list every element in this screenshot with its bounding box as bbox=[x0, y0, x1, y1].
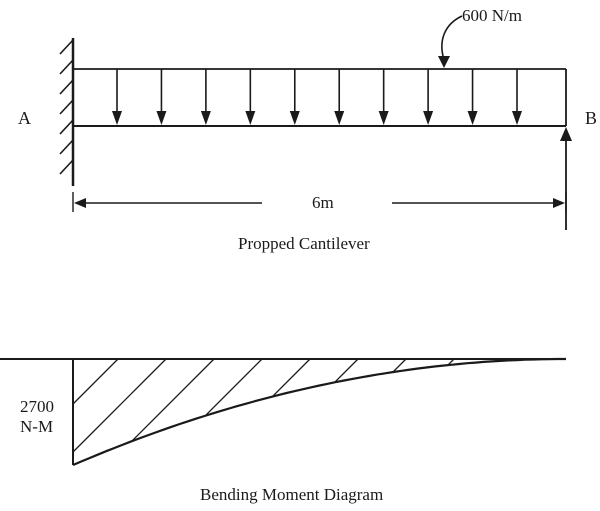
udl-arrow bbox=[156, 69, 167, 125]
support-b-label: B bbox=[585, 108, 598, 128]
udl-arrow bbox=[334, 69, 345, 125]
support-a-label: A bbox=[18, 108, 31, 128]
load-leader-arrow bbox=[441, 15, 463, 61]
bmd-baseline bbox=[0, 358, 566, 465]
bmd-curve bbox=[72, 357, 566, 467]
max-moment-value: 2700 bbox=[20, 397, 54, 416]
cantilever-title: Propped Cantilever bbox=[238, 234, 370, 253]
span-arrowhead-left bbox=[74, 198, 86, 208]
udl-arrow bbox=[112, 69, 122, 125]
udl-block bbox=[73, 68, 567, 126]
prop-reaction-arrow bbox=[560, 127, 572, 230]
hatch-line bbox=[204, 358, 263, 417]
load-intensity-label: 600 N/m bbox=[462, 6, 522, 25]
span-dimension bbox=[72, 192, 567, 212]
udl-arrow bbox=[467, 69, 478, 125]
span-length-label: 6m bbox=[310, 193, 336, 213]
fixed-support-a bbox=[59, 38, 75, 186]
udl-arrow bbox=[289, 69, 300, 125]
udl-arrow bbox=[512, 69, 522, 125]
hatch-line bbox=[392, 358, 407, 373]
bmd-title: Bending Moment Diagram bbox=[200, 485, 384, 504]
udl-arrows bbox=[112, 69, 522, 125]
hatch-line bbox=[72, 358, 119, 405]
span-arrowhead-right bbox=[553, 198, 565, 208]
max-moment-unit: N-M bbox=[20, 417, 54, 436]
hatch-line bbox=[131, 358, 215, 442]
load-leader-arrowhead bbox=[438, 56, 450, 68]
hatch-line bbox=[271, 358, 311, 398]
hatch-line bbox=[72, 358, 167, 453]
bmd-hatching bbox=[72, 358, 455, 453]
udl-arrow bbox=[423, 69, 434, 125]
udl-arrow bbox=[200, 69, 211, 125]
udl-arrow bbox=[378, 69, 389, 125]
hatch-line bbox=[334, 358, 359, 383]
udl-arrow bbox=[245, 69, 256, 125]
